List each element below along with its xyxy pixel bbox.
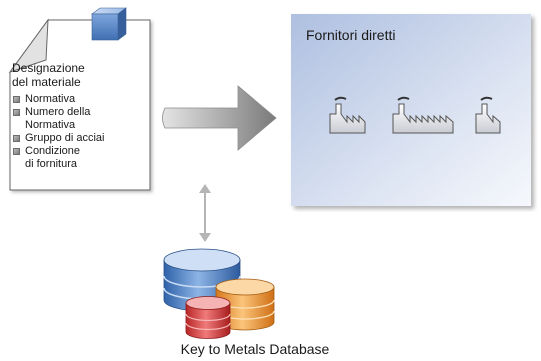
cube-icon	[91, 7, 127, 41]
document-item: Gruppo di acciai	[12, 132, 152, 145]
document-item-label: Normativa	[25, 93, 76, 105]
document-item: Normativa	[12, 93, 152, 106]
square-bullet-icon	[13, 96, 20, 103]
square-bullet-icon	[13, 109, 20, 116]
factory-icon	[475, 96, 501, 134]
document-item: Numero della Normativa	[12, 106, 152, 132]
factory-icon	[329, 96, 366, 134]
factory-icon	[392, 96, 454, 134]
document-item-label: Condizione di fornitura	[25, 145, 81, 170]
document-item-label: Numero della Normativa	[25, 106, 91, 131]
document-item-list: Normativa Numero della Normativa Gruppo …	[12, 93, 152, 171]
document-item: Condizione di fornitura	[12, 145, 152, 171]
document-fold	[8, 18, 49, 73]
double-arrow-icon	[199, 184, 211, 242]
database-label: Key to Metals Database	[180, 341, 330, 357]
big-right-arrow	[162, 85, 277, 151]
square-bullet-icon	[13, 135, 20, 142]
square-bullet-icon	[13, 148, 20, 155]
document-item-label: Gruppo di acciai	[25, 132, 105, 144]
database-cylinder-icon	[215, 278, 275, 331]
document-heading: Designazione del materiale	[12, 61, 85, 89]
database-illustration	[163, 248, 275, 339]
supplier-panel	[291, 14, 531, 206]
document-illustration	[8, 7, 151, 191]
panel-title: Fornitori diretti	[306, 27, 396, 43]
database-cylinder-icon	[185, 296, 231, 339]
